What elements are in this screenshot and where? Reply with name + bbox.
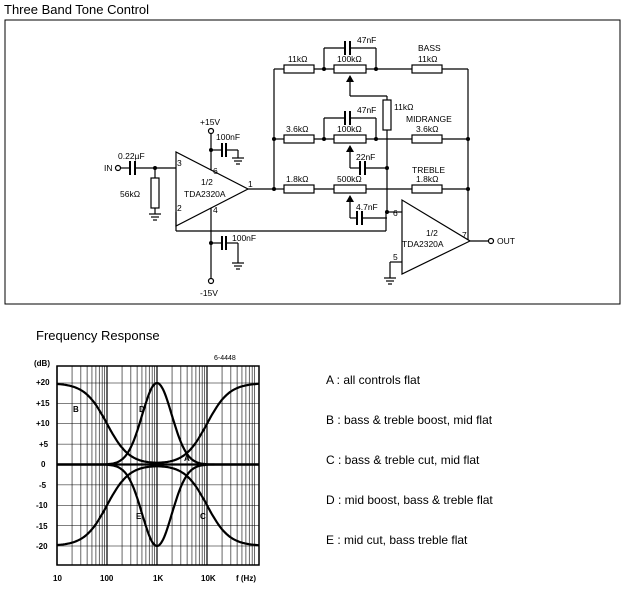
- ytick-p20: +20: [36, 378, 50, 387]
- treble-cap-label: 4.7nF: [356, 202, 378, 212]
- op2-part: TDA2320A: [402, 239, 444, 249]
- input-res-label: 56kΩ: [120, 189, 140, 199]
- pin-4-label: 4: [213, 205, 218, 215]
- curve-e-mid-cut: [57, 463, 259, 548]
- bass-res-right-label: 11kΩ: [418, 54, 437, 64]
- bass-label: BASS: [418, 43, 441, 53]
- treble-pot-label: 500kΩ: [337, 174, 362, 184]
- mid-vertical-res-label: 11kΩ: [394, 102, 413, 112]
- ytick-p10: +10: [36, 419, 50, 428]
- output-label: OUT: [497, 236, 515, 246]
- xtick-unit: f (Hz): [236, 574, 256, 583]
- op2-pin-5-label: 5: [393, 252, 398, 262]
- curve-label-e: E: [136, 512, 142, 521]
- mid-pot-label: 100kΩ: [337, 124, 362, 134]
- neg-supply-label: -15V: [200, 288, 218, 298]
- curve-legend: A : all controls flat B : bass & treble …: [326, 372, 493, 572]
- ytick-p15: +15: [36, 399, 50, 408]
- bass-resistor-right: [411, 64, 443, 74]
- treble-res-right-label: 1.8kΩ: [416, 174, 438, 184]
- legend-item-a: A : all controls flat: [326, 373, 421, 387]
- mid-resistor-right: [411, 134, 443, 144]
- mid-resistor-left: [283, 134, 315, 144]
- xtick-100: 100: [100, 574, 114, 583]
- bass-pot: [333, 64, 367, 74]
- curve-label-a: A: [184, 454, 190, 463]
- db-unit-label: (dB): [34, 359, 50, 368]
- legend-item-e: E : mid cut, bass treble flat: [326, 533, 468, 547]
- treble-res-left-label: 1.8kΩ: [286, 174, 308, 184]
- input-terminal: [114, 164, 122, 172]
- frequency-response-title: Frequency Response: [36, 328, 160, 343]
- output-terminal: [487, 237, 495, 245]
- treble-resistor-right: [411, 184, 443, 194]
- bass-resistor-left: [283, 64, 315, 74]
- pin-3-label: 3: [177, 158, 182, 168]
- curve-label-b: B: [73, 405, 79, 414]
- schematic-frame: [4, 19, 621, 305]
- input-cap-label: 0.22µF: [118, 151, 145, 161]
- op2-unit: 1/2: [426, 228, 438, 238]
- frequency-response-graph: (dB) 6-4448 +20 +15 +10 +5 0 -5 -10 -15 …: [34, 355, 260, 583]
- mid-res-left-label: 3.6kΩ: [286, 124, 308, 134]
- op1-unit: 1/2: [201, 177, 213, 187]
- op1-part: TDA2320A: [184, 189, 226, 199]
- input-resistor: [150, 177, 160, 209]
- curve-b-bass-treble-boost: [56, 382, 260, 464]
- ytick-m15: -15: [36, 522, 48, 531]
- treble-pot: [333, 184, 367, 194]
- pin-2-label: 2: [177, 203, 182, 213]
- ytick-m20: -20: [36, 542, 48, 551]
- ytick-m5: -5: [39, 481, 47, 490]
- treble-label: TREBLE: [412, 165, 445, 175]
- mid-pot: [333, 134, 367, 144]
- mid-cap-label: 47nF: [357, 105, 376, 115]
- treble-resistor-left: [283, 184, 315, 194]
- bass-res-left-label: 11kΩ: [288, 54, 307, 64]
- xtick-10: 10: [53, 574, 62, 583]
- curve-c-bass-treble-cut: [56, 465, 260, 547]
- op-amp-2: [401, 198, 472, 275]
- schematic-title: Three Band Tone Control: [4, 2, 150, 17]
- op2-pin-7-label: 7: [462, 230, 467, 240]
- ytick-p5: +5: [39, 440, 49, 449]
- ytick-0: 0: [41, 460, 46, 469]
- op-amp-1: [175, 151, 250, 227]
- midrange-label: MIDRANGE: [406, 114, 452, 124]
- pin-6-label: 6: [213, 166, 218, 176]
- bass-cap-label: 47nF: [357, 35, 376, 45]
- mid-vertical-resistor: [382, 99, 392, 131]
- legend-item-c: C : bass & treble cut, mid flat: [326, 453, 480, 467]
- bass-pot-label: 100kΩ: [337, 54, 362, 64]
- bypass-cap-top-label: 100nF: [216, 132, 240, 142]
- bypass-cap-bottom-label: 100nF: [232, 233, 256, 243]
- xtick-10k: 10K: [201, 574, 216, 583]
- graph-code-label: 6-4448: [214, 355, 236, 362]
- legend-item-d: D : mid boost, bass & treble flat: [326, 493, 493, 507]
- pos-supply-label: +15V: [200, 117, 220, 127]
- mid-res-right-label: 3.6kΩ: [416, 124, 438, 134]
- curve-label-d: D: [139, 405, 145, 414]
- input-label: IN: [104, 163, 113, 173]
- mid-cap2-label: 22nF: [356, 152, 375, 162]
- curve-label-c: C: [200, 512, 206, 521]
- xtick-1k: 1K: [153, 574, 163, 583]
- op2-pin-6-label: 6: [393, 208, 398, 218]
- pin-1-label: 1: [248, 179, 253, 189]
- ytick-m10: -10: [36, 501, 48, 510]
- legend-item-b: B : bass & treble boost, mid flat: [326, 413, 493, 427]
